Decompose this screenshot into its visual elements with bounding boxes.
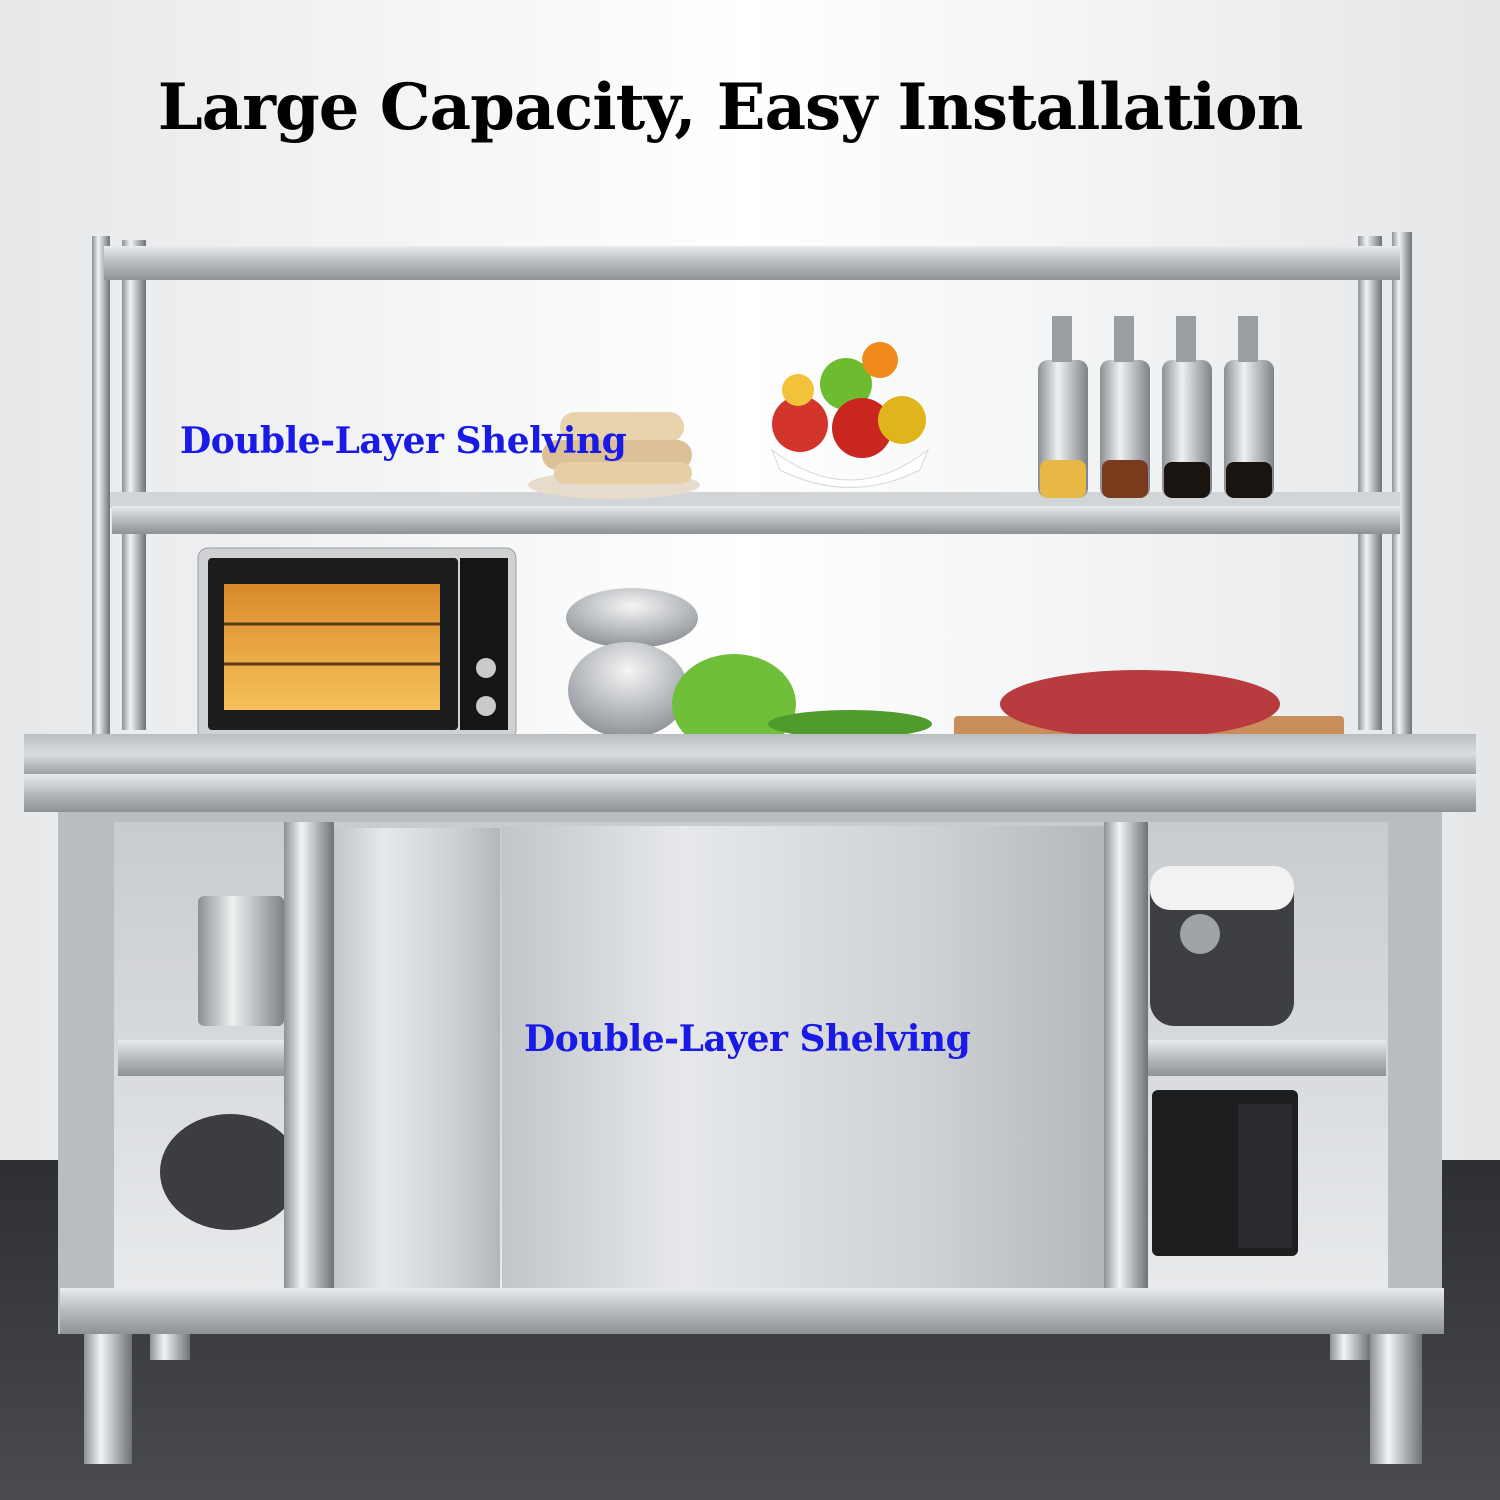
middle-shelf-edge [112,506,1400,534]
left-post-front [92,236,110,736]
stock-pot [198,896,284,1026]
steel-bowls [566,588,698,738]
leg-back-left [150,1334,190,1360]
leg-back-right [1330,1334,1370,1360]
right-post-front [1392,232,1412,736]
fruit-bowl [770,342,930,488]
upper-shelf-label: Double-Layer Shelving [180,420,627,462]
worktop-edge [24,774,1476,812]
leg-front-left [84,1334,132,1464]
top-shelf-bar [104,246,1400,280]
worktop-surface [24,734,1476,774]
cabinet-bottom-rail [60,1288,1444,1334]
left-post-back [122,240,146,730]
bread-plate [528,412,700,499]
sliding-door-left [334,828,500,1288]
electric-oven [197,547,517,741]
door-rail-left [284,822,334,1290]
oil-bottles [1038,316,1274,498]
headline: Large Capacity, Easy Installation [157,70,1304,145]
leg-front-right [1370,1334,1422,1464]
door-rail-right [1104,822,1148,1290]
cabinet-shelf-label: Double-Layer Shelving [524,1018,971,1060]
cabbage [672,654,932,754]
right-post-back [1358,236,1382,730]
sliding-door-center [502,826,1104,1288]
wok [160,1114,300,1230]
microwave [1152,1090,1298,1256]
rice-cooker [1150,866,1294,1026]
